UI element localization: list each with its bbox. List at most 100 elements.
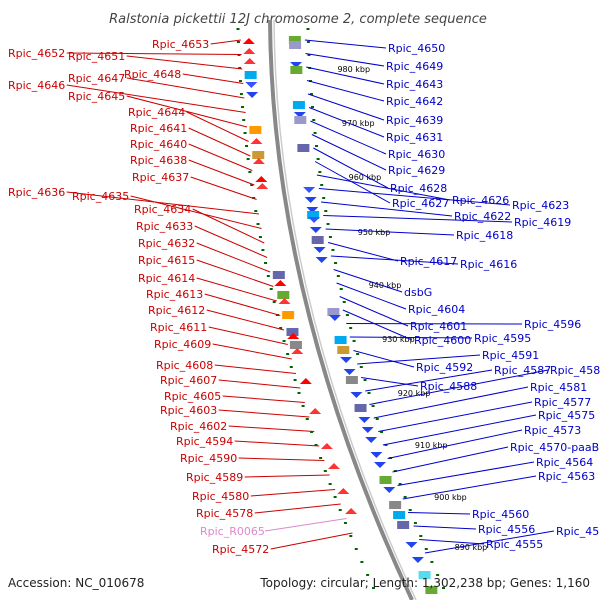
left-gene-label[interactable]: Rpic_4611: [150, 321, 207, 334]
right-gene-label[interactable]: Rpic_4628: [390, 182, 447, 195]
left-gene-label[interactable]: Rpic_4634: [134, 203, 191, 216]
left-gene-label[interactable]: Rpic_4635: [72, 190, 129, 203]
right-gene-label[interactable]: Rpic_4601: [410, 320, 467, 333]
tick-mark-right: [380, 431, 384, 433]
label-leader-line: [373, 386, 529, 419]
right-gene-label[interactable]: Rpic_4564: [536, 456, 593, 469]
tick-mark-left: [314, 444, 318, 446]
right-gene-label[interactable]: Rpic_4622: [454, 210, 511, 223]
right-gene-label[interactable]: Rpic_4618: [456, 229, 513, 242]
left-gene-label[interactable]: Rpic_4647: [68, 72, 125, 85]
right-gene-label[interactable]: Rpic_4623: [512, 199, 569, 212]
right-gene-label[interactable]: Rpic_4627: [392, 197, 449, 210]
left-gene-label[interactable]: Rpic_4644: [128, 106, 185, 119]
right-gene-label[interactable]: Rpic_4596: [524, 318, 581, 331]
gene-arrow: [274, 280, 287, 286]
left-gene-label[interactable]: Rpic_4605: [164, 390, 221, 403]
right-gene-label[interactable]: Rpic_4588: [420, 380, 477, 393]
right-gene-label[interactable]: Rpic_4592: [416, 361, 473, 374]
left-gene-label[interactable]: Rpic_4633: [136, 220, 193, 233]
left-gene-label[interactable]: Rpic_4637: [132, 171, 189, 184]
left-gene-label[interactable]: Rpic_4594: [176, 435, 233, 448]
right-gene-label[interactable]: Rpic_4604: [408, 303, 465, 316]
gene-arrow: [313, 247, 326, 253]
left-gene-label[interactable]: Rpic_4645: [68, 90, 125, 103]
left-gene-label[interactable]: Rpic_4640: [130, 138, 187, 151]
label-leader-line: [333, 269, 403, 293]
left-gene-label[interactable]: Rpic_4607: [160, 374, 217, 387]
tick-mark-left: [242, 119, 246, 121]
right-gene-label[interactable]: Rpic_4631: [386, 131, 443, 144]
left-gene-label[interactable]: Rpic_4578: [196, 507, 253, 520]
left-gene-label[interactable]: Rpic_4638: [130, 154, 187, 167]
right-gene-label[interactable]: Rpic_4642: [386, 95, 443, 108]
left-gene-label[interactable]: Rpic_4632: [138, 237, 195, 250]
left-gene-label[interactable]: Rpic_4613: [146, 288, 203, 301]
label-leader-line: [310, 120, 387, 155]
left-gene-label[interactable]: Rpic_4636: [8, 186, 65, 199]
right-gene-label[interactable]: Rpic_4577: [534, 396, 591, 409]
label-leader-line: [66, 84, 246, 113]
label-leader-line: [206, 309, 285, 331]
right-gene-label[interactable]: Rpic_4575: [538, 409, 595, 422]
gene-block: [294, 116, 307, 124]
right-gene-label[interactable]: Rpic_4629: [388, 164, 445, 177]
left-gene-label[interactable]: Rpic_4614: [138, 272, 195, 285]
gene-features: [242, 36, 438, 594]
right-gene-label[interactable]: Rpic_4639: [386, 114, 443, 127]
left-gene-label[interactable]: Rpic_4652: [8, 47, 65, 60]
gene-arrow: [358, 417, 371, 423]
left-gene-label[interactable]: Rpic_4603: [160, 404, 217, 417]
right-gene-label[interactable]: Rpic_4595: [474, 332, 531, 345]
left-gene-label[interactable]: Rpic_4641: [130, 122, 187, 135]
right-gene-label[interactable]: Rpic_4616: [460, 258, 517, 271]
left-gene-label[interactable]: Rpic_R0065: [200, 525, 265, 538]
left-gene-label[interactable]: Rpic_4602: [170, 420, 227, 433]
right-gene-label[interactable]: Rpic_4619: [514, 216, 571, 229]
gene-arrow: [242, 38, 255, 44]
right-gene-label[interactable]: Rpic_4573: [524, 424, 581, 437]
gene-block: [397, 521, 410, 529]
left-gene-label[interactable]: Rpic_4589: [186, 471, 243, 484]
tick-mark-left: [236, 28, 240, 30]
right-gene-label[interactable]: Rpic_4555: [486, 538, 543, 551]
right-gene-label[interactable]: Rpic_4587: [494, 364, 551, 377]
right-gene-label[interactable]: Rpic_4617: [400, 255, 457, 268]
left-gene-label[interactable]: Rpic_4590: [180, 452, 237, 465]
left-gene-label[interactable]: Rpic_4580: [192, 490, 249, 503]
right-gene-label[interactable]: Rpic_4563: [538, 470, 595, 483]
right-gene-label[interactable]: Rpic_4581: [530, 381, 587, 394]
right-gene-label[interactable]: Rpic_4591: [482, 349, 539, 362]
right-gene-label[interactable]: Rpic_4556: [478, 523, 535, 536]
right-gene-label[interactable]: Rpic_4630: [388, 148, 445, 161]
right-gene-label[interactable]: Rpic_4643: [386, 78, 443, 91]
right-gene-label[interactable]: Rpic_4560: [472, 508, 529, 521]
left-gene-label[interactable]: Rpic_4608: [156, 359, 213, 372]
label-leader-line: [212, 343, 292, 360]
left-gene-label[interactable]: Rpic_4646: [8, 79, 65, 92]
right-gene-label[interactable]: dsbG: [404, 286, 432, 299]
left-gene-label[interactable]: Rpic_4612: [148, 304, 205, 317]
label-leader-line: [424, 530, 555, 554]
right-gene-label[interactable]: Rpic_4553: [556, 525, 600, 538]
left-gene-label[interactable]: Rpic_4572: [212, 543, 269, 556]
right-gene-labels: Rpic_4650Rpic_4649Rpic_4643Rpic_4642Rpic…: [304, 39, 600, 554]
right-gene-label[interactable]: Rpic_4570-paaB: [510, 441, 599, 454]
tick-mark-left: [349, 535, 353, 537]
left-gene-label[interactable]: Rpic_4615: [138, 254, 195, 267]
gene-arrow: [290, 62, 303, 68]
left-gene-label[interactable]: Rpic_4653: [152, 38, 209, 51]
tick-mark-left: [305, 418, 309, 420]
right-gene-label[interactable]: Rpic_4649: [386, 60, 443, 73]
tick-mark-right: [322, 197, 326, 199]
right-gene-label[interactable]: Rpic_4584: [550, 364, 600, 377]
gene-arrow: [243, 58, 256, 64]
right-gene-label[interactable]: Rpic_4600: [414, 334, 471, 347]
right-gene-label[interactable]: Rpic_4650: [388, 42, 445, 55]
tick-mark-right: [328, 236, 332, 238]
left-gene-label[interactable]: Rpic_4651: [68, 50, 125, 63]
gene-arrow: [315, 257, 328, 263]
left-gene-label[interactable]: Rpic_4609: [154, 338, 211, 351]
left-gene-label[interactable]: Rpic_4648: [124, 68, 181, 81]
